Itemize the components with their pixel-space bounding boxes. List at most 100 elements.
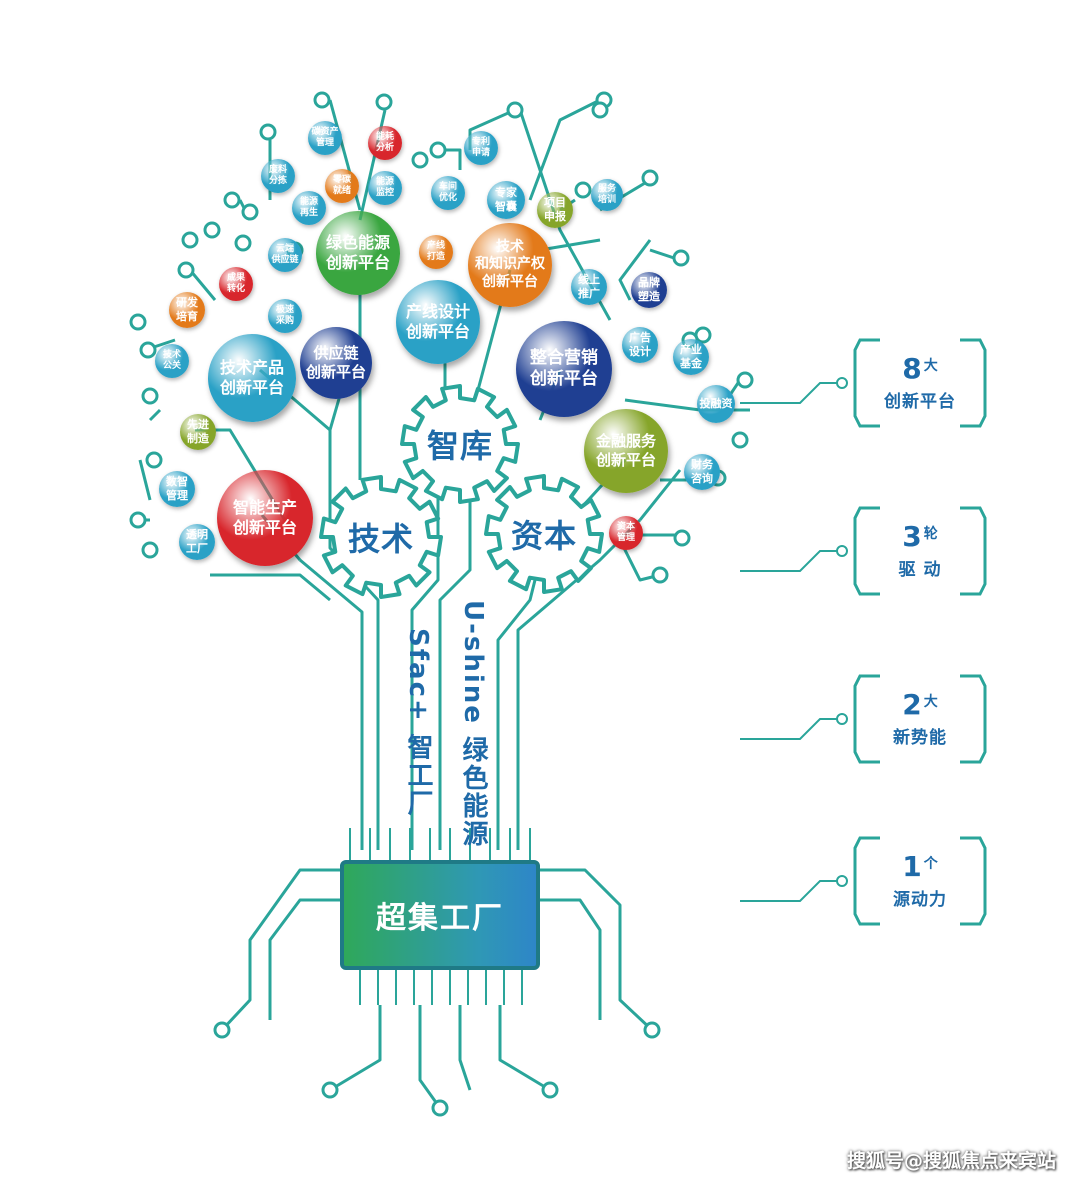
terminal-dot <box>141 541 159 559</box>
circuit-trace <box>138 459 152 501</box>
terminal-dot <box>234 234 252 252</box>
node-label: 供应链 <box>271 255 299 265</box>
badge-bracket-right <box>960 674 987 764</box>
node-zero-carbon: 零碳就绪 <box>325 169 359 203</box>
node-energy-monitor: 能源监控 <box>368 171 402 205</box>
terminal-dot <box>223 191 241 209</box>
node-label: 就绪 <box>332 186 351 196</box>
node-label: 专家 <box>495 186 517 200</box>
badge-leader <box>740 880 840 902</box>
node-label: 再生 <box>299 208 318 218</box>
terminal-dot <box>259 123 277 141</box>
badge-leader-dot <box>836 545 848 557</box>
terminal-dot <box>643 1021 661 1039</box>
node-adv-mfg: 先进制造 <box>180 414 216 450</box>
terminal-dot <box>431 1099 449 1117</box>
badge-bracket-right <box>960 506 987 596</box>
node-carbon-assets: 碳资产管理 <box>308 121 342 155</box>
node-label: 研发 <box>176 296 198 310</box>
node-label: 管理 <box>166 489 188 502</box>
circuit-trace <box>498 1005 551 1092</box>
terminal-dot <box>736 371 754 389</box>
terminal-dot <box>129 511 147 529</box>
node-label: 项目 <box>544 196 566 210</box>
core-chip: 超集工厂 <box>340 860 540 970</box>
node-label: 投融资 <box>699 397 733 411</box>
node-label: 咨询 <box>691 472 713 485</box>
node-label: 分拣 <box>268 176 287 186</box>
circuit-trace <box>210 573 331 602</box>
node-label: 创新平台 <box>232 518 297 537</box>
node-label: 制造 <box>187 432 209 445</box>
circuit-trace <box>440 148 462 170</box>
node-label: 采购 <box>275 316 294 326</box>
gear-think-label: 智库 <box>426 427 493 465</box>
node-label: 碳资产 <box>311 126 339 137</box>
node-label: 零碳 <box>332 174 351 185</box>
node-finance: 金融服务创新平台 <box>584 409 668 493</box>
node-label: 基金 <box>680 357 702 370</box>
terminal-dot <box>375 93 393 111</box>
node-label: 金融服务 <box>595 432 656 451</box>
terminal-dot <box>139 341 157 359</box>
node-label: 线上 <box>578 273 600 287</box>
circuit-trace <box>220 868 342 1032</box>
core-label: 超集工厂 <box>376 901 504 936</box>
node-workshop-opt: 车间优化 <box>431 176 465 210</box>
circuit-trace <box>458 1005 472 1091</box>
badge-eight-num: 8 <box>902 351 922 385</box>
node-transparent-factory: 透明工厂 <box>179 524 215 560</box>
terminal-dot <box>141 387 159 405</box>
circuit-trace <box>618 239 652 301</box>
node-label: 资本 <box>616 521 635 532</box>
node-label: 培训 <box>597 195 616 205</box>
terminal-dot <box>673 529 691 547</box>
node-service-training: 服务培训 <box>591 179 623 211</box>
node-label: 公关 <box>162 361 181 371</box>
gear-tech-label: 技术 <box>347 520 414 558</box>
node-label: 转化 <box>226 284 245 294</box>
node-label: 能耗 <box>375 131 394 142</box>
node-label: 监控 <box>375 188 394 198</box>
terminal-dot <box>506 101 524 119</box>
node-energy-analysis: 能耗分析 <box>368 126 402 160</box>
gear-capital <box>484 474 604 594</box>
node-raw-sorting: 废料分拣 <box>261 159 295 193</box>
badge-bracket-left <box>853 674 880 764</box>
node-capital-mgmt: 资本管理 <box>609 516 643 550</box>
circuit-trace <box>638 469 682 521</box>
circuit-trace <box>418 1005 442 1109</box>
node-label: 推广 <box>578 287 600 300</box>
node-label: 产线设计 <box>405 302 470 321</box>
terminal-dot <box>129 313 147 331</box>
badge-two-text: 新势能 <box>893 727 947 748</box>
trunk-right-label: U-shine 绿色能源 <box>458 600 488 848</box>
terminal-dot <box>651 566 669 584</box>
node-label: 管理 <box>315 138 334 148</box>
node-label: 产业 <box>680 343 702 357</box>
node-label: 优化 <box>438 193 457 203</box>
node-label: 创新平台 <box>405 322 470 341</box>
node-label: 申请 <box>471 148 490 158</box>
badge-bracket-left <box>853 836 880 926</box>
badge-bracket-left <box>853 506 880 596</box>
node-label: 服务 <box>597 183 616 194</box>
terminal-dot <box>313 91 331 109</box>
node-label: 废料 <box>268 164 287 175</box>
node-line-design: 产线设计创新平台 <box>396 280 480 364</box>
node-label: 专利 <box>471 136 490 147</box>
circuit-trace <box>148 408 162 422</box>
node-ad-design: 广告设计 <box>622 327 658 363</box>
node-label: 创新平台 <box>482 273 538 290</box>
node-invest: 投融资 <box>697 385 735 423</box>
node-green-energy: 绿色能源创新平台 <box>316 211 400 295</box>
badge-two-unit: 大 <box>923 693 938 710</box>
node-label: 创新平台 <box>305 363 366 381</box>
badge-one-num: 1 <box>902 849 922 883</box>
badge-three-num: 3 <box>902 519 922 553</box>
circuit-trace <box>299 558 364 850</box>
